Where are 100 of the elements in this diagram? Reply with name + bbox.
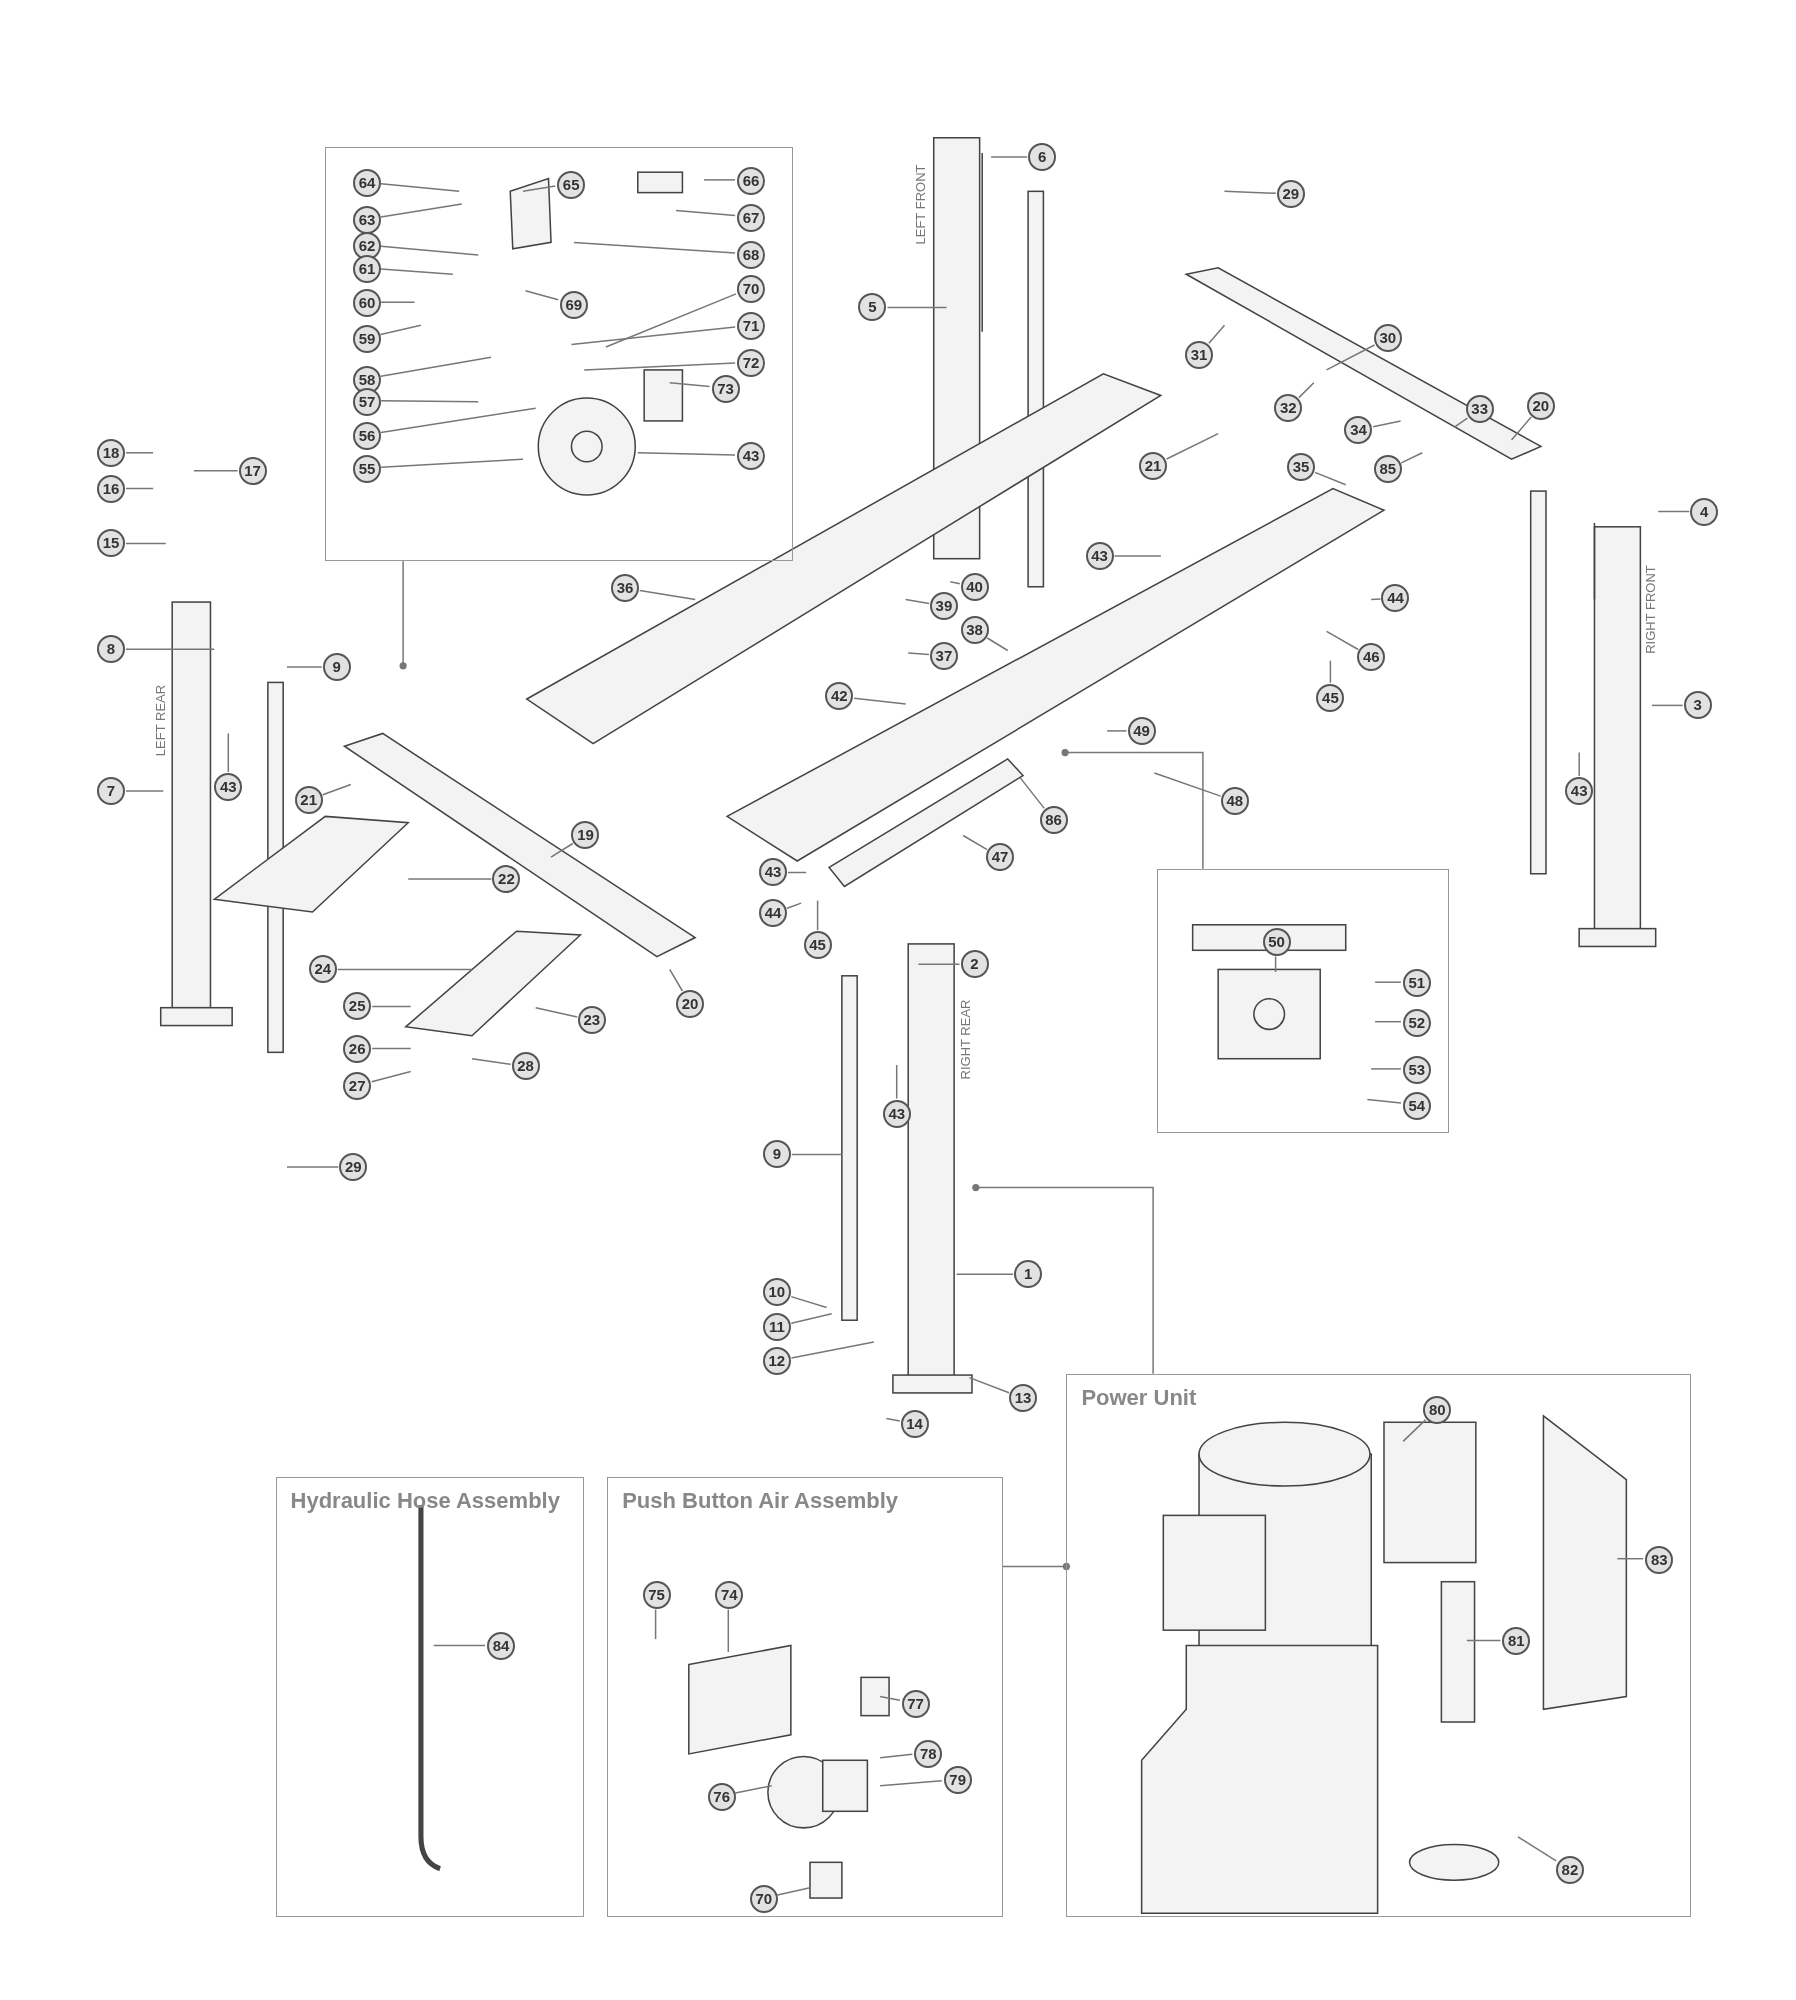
detail-panel — [275, 1477, 585, 1918]
leader-line — [1019, 777, 1046, 810]
callout-number: 30 — [1373, 324, 1402, 352]
callout-number: 85 — [1373, 455, 1402, 484]
callout-number: 36 — [611, 574, 639, 603]
callout-number: 16 — [96, 474, 125, 503]
callout-number: 71 — [737, 312, 765, 341]
callout-number: 10 — [762, 1278, 791, 1307]
callout-number: 72 — [737, 349, 765, 378]
callout-number: 79 — [943, 1766, 972, 1795]
leader-line — [962, 834, 988, 851]
leader-line — [1657, 510, 1690, 513]
callout-number: 20 — [1526, 391, 1555, 420]
leader-line — [193, 469, 239, 472]
leader-line — [125, 790, 165, 792]
leader-line — [380, 301, 416, 304]
leader-line — [1153, 772, 1222, 797]
callout-number: 15 — [96, 529, 125, 558]
callout-number: 48 — [1220, 787, 1249, 816]
callout-number: 77 — [901, 1689, 930, 1718]
leader-line — [1165, 432, 1219, 460]
leader-line — [399, 560, 407, 670]
leader-line — [380, 268, 454, 275]
callout-number: 21 — [1139, 451, 1168, 480]
leader-line — [776, 1887, 811, 1896]
callout-number: 70 — [749, 1885, 778, 1914]
callout-number: 19 — [571, 821, 600, 850]
callout-number: 42 — [825, 682, 854, 711]
leader-line — [1298, 381, 1315, 399]
callout-number: 47 — [986, 843, 1015, 872]
callout-number: 43 — [882, 1099, 911, 1128]
leader-line — [432, 1644, 486, 1647]
leader-line — [380, 203, 463, 218]
callout-number: 69 — [559, 290, 588, 319]
leader-line — [379, 324, 422, 336]
leader-line — [125, 452, 154, 454]
detail-panel — [1156, 868, 1450, 1133]
callout-number: 84 — [487, 1632, 515, 1661]
callout-number: 83 — [1645, 1545, 1674, 1574]
leader-line — [380, 399, 480, 403]
leader-line — [471, 1057, 512, 1066]
callout-number: 61 — [353, 254, 382, 283]
leader-line — [972, 1184, 1154, 1375]
callout-number: 8 — [96, 635, 125, 664]
leader-line — [605, 293, 737, 348]
leader-line — [336, 968, 473, 971]
leader-line — [986, 637, 1009, 652]
callout-number: 27 — [343, 1071, 372, 1100]
leader-line — [1578, 751, 1580, 777]
leader-line — [286, 666, 323, 668]
callout-number: 43 — [759, 858, 787, 887]
leader-line — [816, 899, 819, 931]
leader-line — [1374, 1020, 1402, 1023]
callout-number: 40 — [960, 572, 989, 601]
callout-number: 80 — [1423, 1396, 1452, 1425]
leader-line — [879, 1779, 943, 1787]
callout-number: 2 — [960, 950, 989, 979]
leader-line — [904, 598, 930, 605]
leader-line — [786, 902, 802, 909]
callout-number: 55 — [353, 455, 382, 484]
callout-number: 46 — [1357, 642, 1386, 671]
leader-line — [1370, 598, 1382, 601]
callout-number: 4 — [1690, 497, 1719, 526]
callout-number: 51 — [1402, 969, 1431, 998]
callout-number: 57 — [353, 387, 382, 416]
leader-line — [550, 842, 574, 858]
callout-number: 82 — [1555, 1855, 1584, 1884]
leader-line — [990, 156, 1028, 158]
callout-number: 66 — [737, 166, 765, 195]
callout-number: 26 — [343, 1034, 372, 1063]
leader-line — [125, 487, 154, 490]
leader-line — [637, 452, 736, 456]
leader-line — [524, 290, 559, 301]
panel-title: Power Unit — [1081, 1384, 1197, 1411]
callout-number: 53 — [1402, 1055, 1431, 1084]
post-label: LEFT REAR — [153, 685, 169, 757]
callout-number: 45 — [1316, 683, 1345, 712]
callout-number: 70 — [737, 275, 765, 304]
leader-line — [570, 326, 736, 346]
leader-line — [703, 179, 736, 181]
leader-line — [639, 589, 696, 601]
leader-line — [380, 356, 492, 378]
leader-line — [1113, 555, 1162, 557]
callout-number: 33 — [1465, 395, 1494, 424]
leader-line — [791, 1153, 843, 1156]
leader-line — [1400, 452, 1424, 464]
post-label: RIGHT FRONT — [1642, 565, 1658, 654]
callout-number: 9 — [322, 653, 351, 682]
callout-number: 74 — [715, 1581, 744, 1610]
leader-line — [886, 306, 948, 309]
leader-line — [1616, 1557, 1644, 1560]
leader-line — [790, 1295, 828, 1309]
leader-line — [1325, 630, 1359, 651]
callout-number: 44 — [1381, 584, 1410, 613]
callout-number: 43 — [214, 773, 243, 801]
callout-number: 34 — [1344, 415, 1373, 444]
callout-number: 18 — [96, 438, 125, 467]
leader-line — [286, 1166, 340, 1168]
callout-number: 28 — [511, 1052, 540, 1081]
callout-number: 64 — [353, 169, 382, 198]
